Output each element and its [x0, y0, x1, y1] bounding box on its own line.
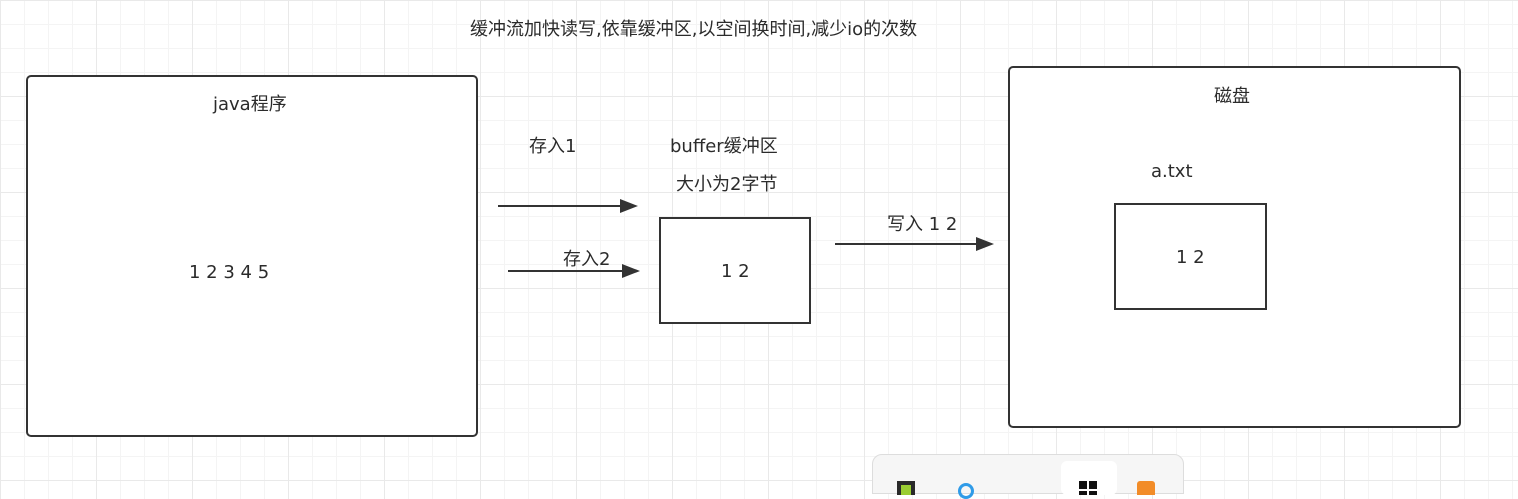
- write-arrowhead: [976, 237, 994, 251]
- browser-icon[interactable]: [957, 481, 975, 499]
- disk-box[interactable]: 磁盘 a.txt 1 2: [1008, 66, 1461, 428]
- diagram-title: 缓冲流加快读写,依靠缓冲区,以空间换时间,减少io的次数: [470, 19, 918, 40]
- store2-label: 存入2: [563, 249, 611, 270]
- store1-label: 存入1: [529, 136, 577, 157]
- store1-arrowhead: [620, 199, 638, 213]
- java-program-title: java程序: [213, 94, 287, 115]
- write-label: 写入 1 2: [887, 214, 958, 235]
- store2-arrowhead: [622, 264, 640, 278]
- app-orange-icon[interactable]: [1137, 481, 1155, 495]
- file-name: a.txt: [1151, 161, 1193, 182]
- file-content: 1 2: [1176, 247, 1205, 268]
- start-icon[interactable]: [1079, 481, 1097, 495]
- taskbar: [872, 454, 1184, 499]
- java-program-data: 1 2 3 4 5: [189, 262, 270, 283]
- buffer-title: buffer缓冲区: [670, 136, 778, 157]
- file-box[interactable]: 1 2: [1114, 203, 1267, 310]
- disk-title: 磁盘: [1214, 86, 1250, 107]
- buffer-box[interactable]: 1 2: [659, 217, 811, 324]
- buffer-content: 1 2: [721, 261, 750, 282]
- java-program-box[interactable]: java程序 1 2 3 4 5: [26, 75, 478, 437]
- app-icon[interactable]: [897, 481, 915, 495]
- buffer-size-label: 大小为2字节: [676, 174, 778, 195]
